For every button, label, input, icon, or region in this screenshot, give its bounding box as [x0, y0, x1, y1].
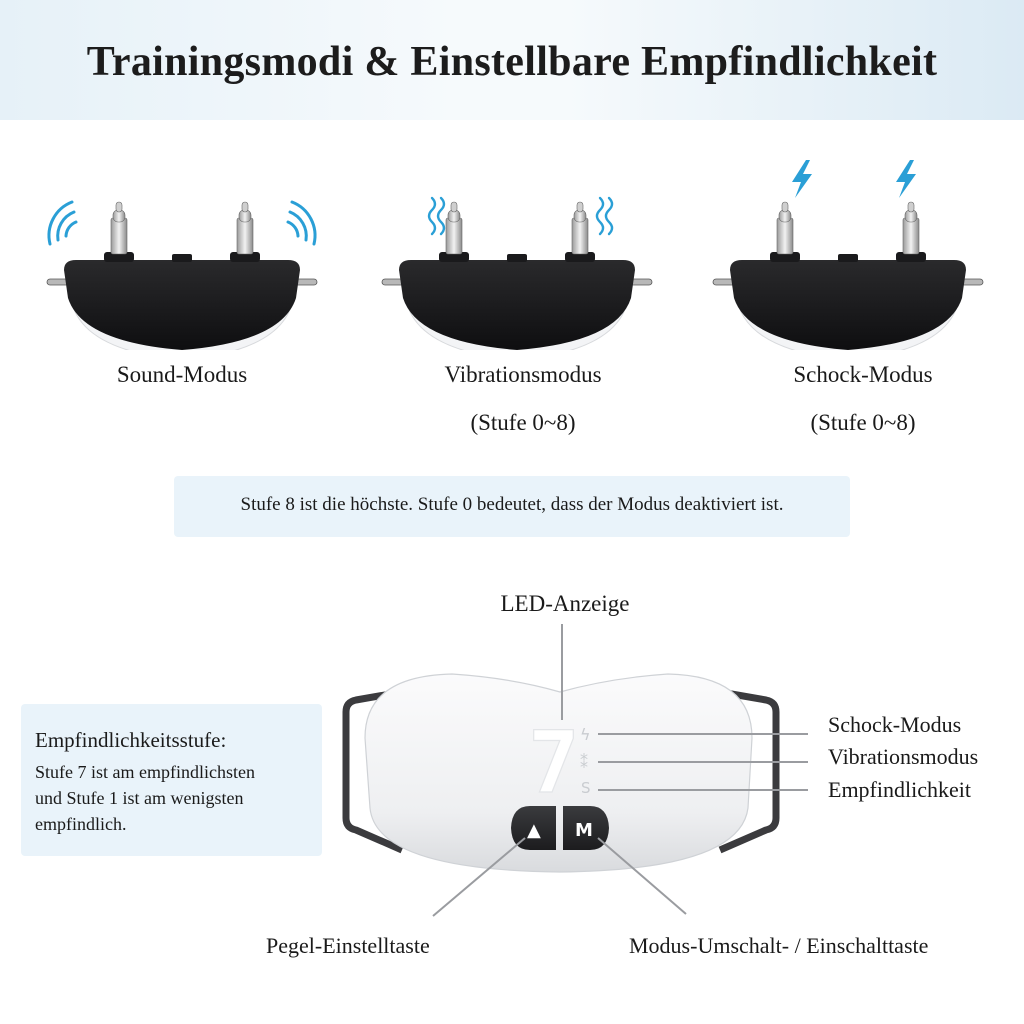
mode-range-shock: (Stufe 0~8) — [810, 410, 916, 435]
mode-switch-button[interactable]: M — [563, 806, 609, 850]
mode-range-vibration: (Stufe 0~8) — [470, 410, 576, 435]
mode-button-glyph: M — [575, 820, 593, 841]
mode-name-shock: Schock-Modus — [793, 362, 933, 387]
vibration-mode-label: Vibrationsmodus — [828, 744, 979, 769]
sensitivity-line: Stufe 7 ist am empfindlichsten — [35, 762, 255, 782]
mode-switch-label: Modus-Umschalt- / Einschalttaste — [629, 933, 929, 958]
level-info-box: Stufe 8 ist die höchste. Stufe 0 bedeute… — [174, 476, 850, 537]
sound-wave-icon — [47, 200, 317, 246]
shock-mode-label: Schock-Modus — [828, 712, 962, 737]
led-digit: 7 — [528, 713, 580, 813]
sensitivity-label: Empfindlichkeit — [828, 777, 971, 802]
vibration-icon — [427, 196, 614, 236]
vibration-indicator-icon: ⁑ — [580, 753, 588, 772]
lightning-icon — [792, 160, 916, 198]
device-shell — [364, 673, 753, 873]
shock-indicator-icon: ϟ — [580, 725, 591, 744]
strap-loop-left — [342, 688, 404, 854]
mode-name-sound: Sound-Modus — [116, 362, 248, 387]
sound-receiver-image — [46, 201, 318, 350]
device-illustration: 7 ϟ ⁑ S ▲ M — [342, 624, 808, 917]
strap-loop-right — [718, 688, 780, 854]
level-adjust-button[interactable]: ▲ — [511, 806, 556, 850]
callout-lines — [432, 624, 808, 917]
level-adjust-label: Pegel-Einstelltaste — [266, 933, 430, 958]
page-title: Trainingsmodi & Einstellbare Empfindlich… — [86, 39, 938, 85]
sensitivity-line: empfindlich. — [35, 814, 127, 834]
sensitivity-title: Empfindlichkeitsstufe: — [35, 728, 227, 752]
shock-receiver-image — [712, 201, 984, 350]
mode-illustrations — [46, 160, 984, 350]
led-display-label: LED-Anzeige — [500, 591, 630, 616]
sensitivity-line: und Stufe 1 ist am wenigsten — [35, 788, 244, 808]
sensitivity-info-box: Empfindlichkeitsstufe: Stufe 7 ist am em… — [21, 704, 322, 856]
level-up-icon: ▲ — [527, 820, 541, 841]
level-info-text: Stufe 8 ist die höchste. Stufe 0 bedeute… — [240, 494, 784, 515]
mode-name-vibration: Vibrationsmodus — [444, 362, 602, 387]
sensitivity-indicator-icon: S — [581, 779, 591, 797]
header-banner — [0, 0, 1024, 120]
